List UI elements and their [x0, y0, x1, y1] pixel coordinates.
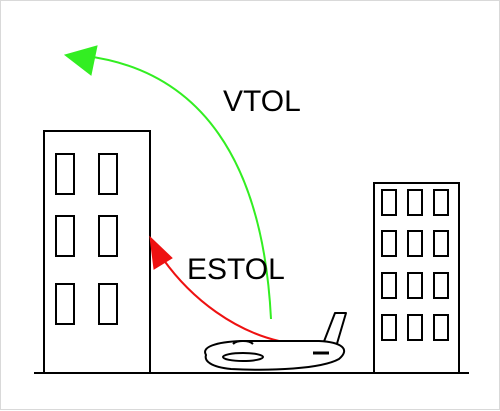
left-building-icon: [43, 130, 151, 374]
vtol-label: VTOL: [223, 85, 301, 118]
estol-path: [162, 258, 280, 342]
estol-label: ESTOL: [187, 253, 285, 286]
vtol-path: [85, 55, 272, 320]
right-building-icon: [373, 182, 460, 374]
estol-arrow-icon: [149, 235, 173, 270]
vtol-arrow-icon: [63, 45, 98, 76]
aircraft-icon: [204, 312, 347, 371]
